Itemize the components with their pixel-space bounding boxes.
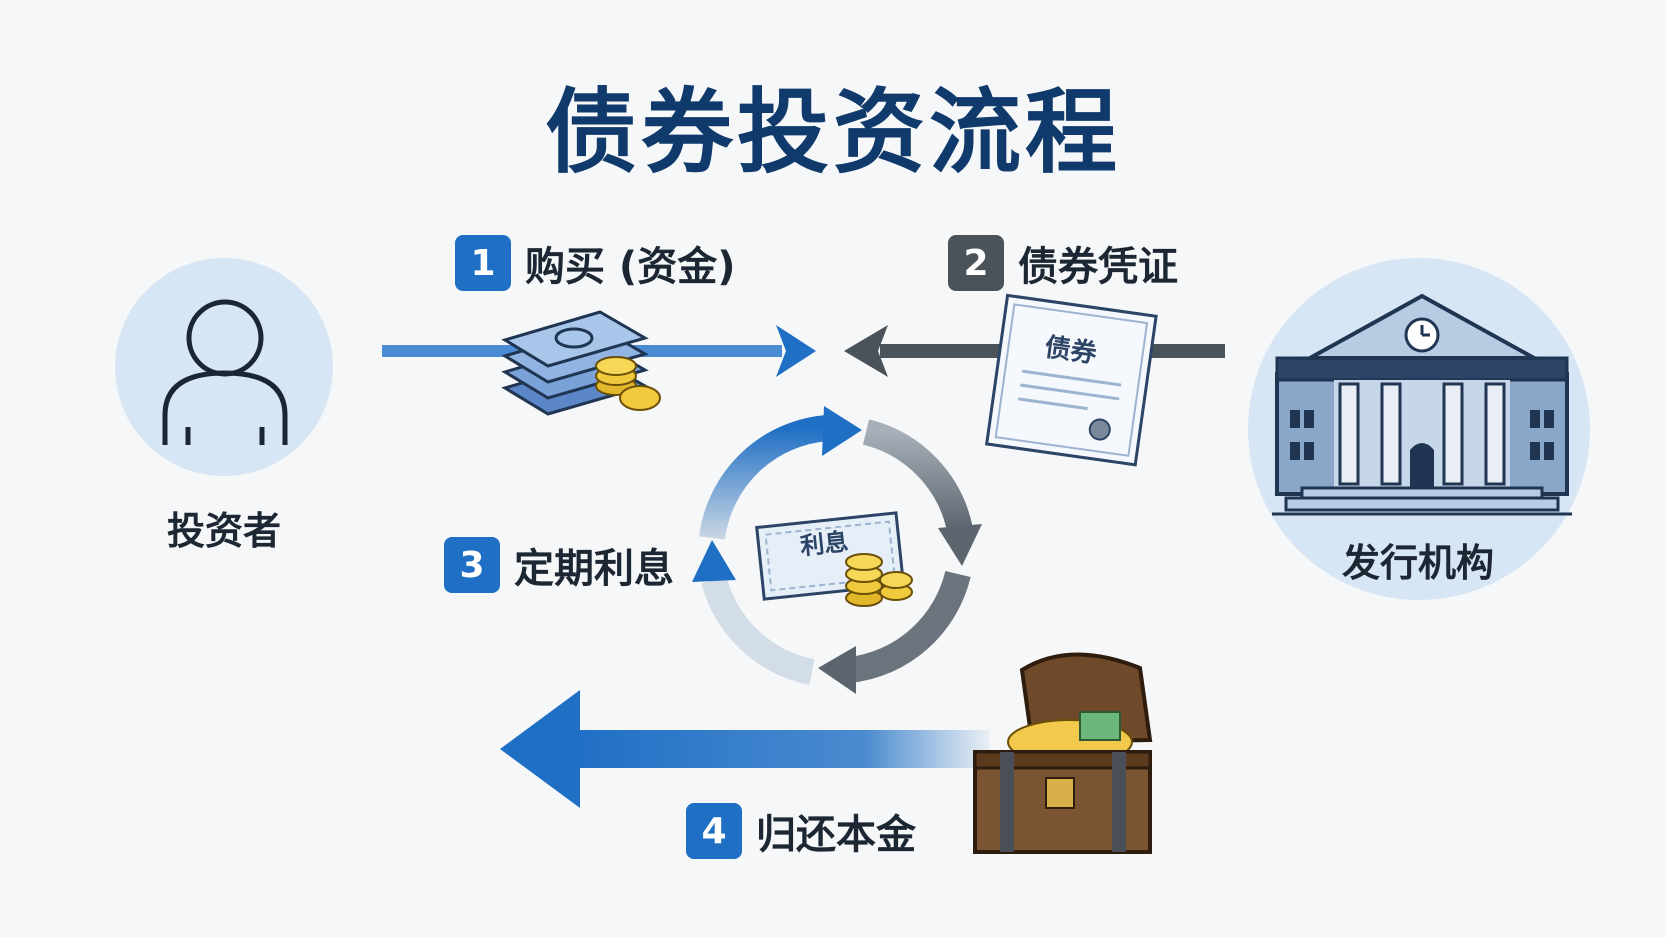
step-number: 2: [948, 235, 1004, 291]
step-purchase: 1 购买 (资金): [455, 234, 736, 292]
step-label: 定期利息: [514, 546, 674, 592]
step-label: 购买 (资金): [525, 244, 736, 290]
step-number: 1: [455, 235, 511, 291]
step-label: 归还本金: [756, 812, 916, 858]
page-title: 债券投资流程: [544, 79, 1121, 186]
investor-circle: [115, 258, 333, 476]
step-label: 债券凭证: [1018, 244, 1178, 290]
step-interest: 3 定期利息: [444, 536, 674, 594]
coupon-text: 利息: [798, 527, 850, 561]
step-number: 3: [444, 537, 500, 593]
step-number: 4: [686, 803, 742, 859]
interest-cycle-arrows: [692, 406, 982, 694]
principal-return-arrow: [500, 690, 990, 808]
coin-pile-icon: [595, 356, 661, 411]
step-certificate: 2 债券凭证: [948, 234, 1178, 292]
bond-certificate-icon: [984, 293, 1158, 467]
bank-building-icon: [1272, 293, 1572, 516]
issuer-label: 发行机构: [1341, 541, 1494, 585]
person-icon: [162, 299, 288, 445]
coin-stacks-icon: [845, 553, 913, 607]
step-principal: 4 归还本金: [686, 802, 916, 860]
certificate-text: 债券: [1042, 332, 1099, 370]
investor-label: 投资者: [166, 509, 281, 553]
treasure-chest-icon: [973, 652, 1153, 854]
